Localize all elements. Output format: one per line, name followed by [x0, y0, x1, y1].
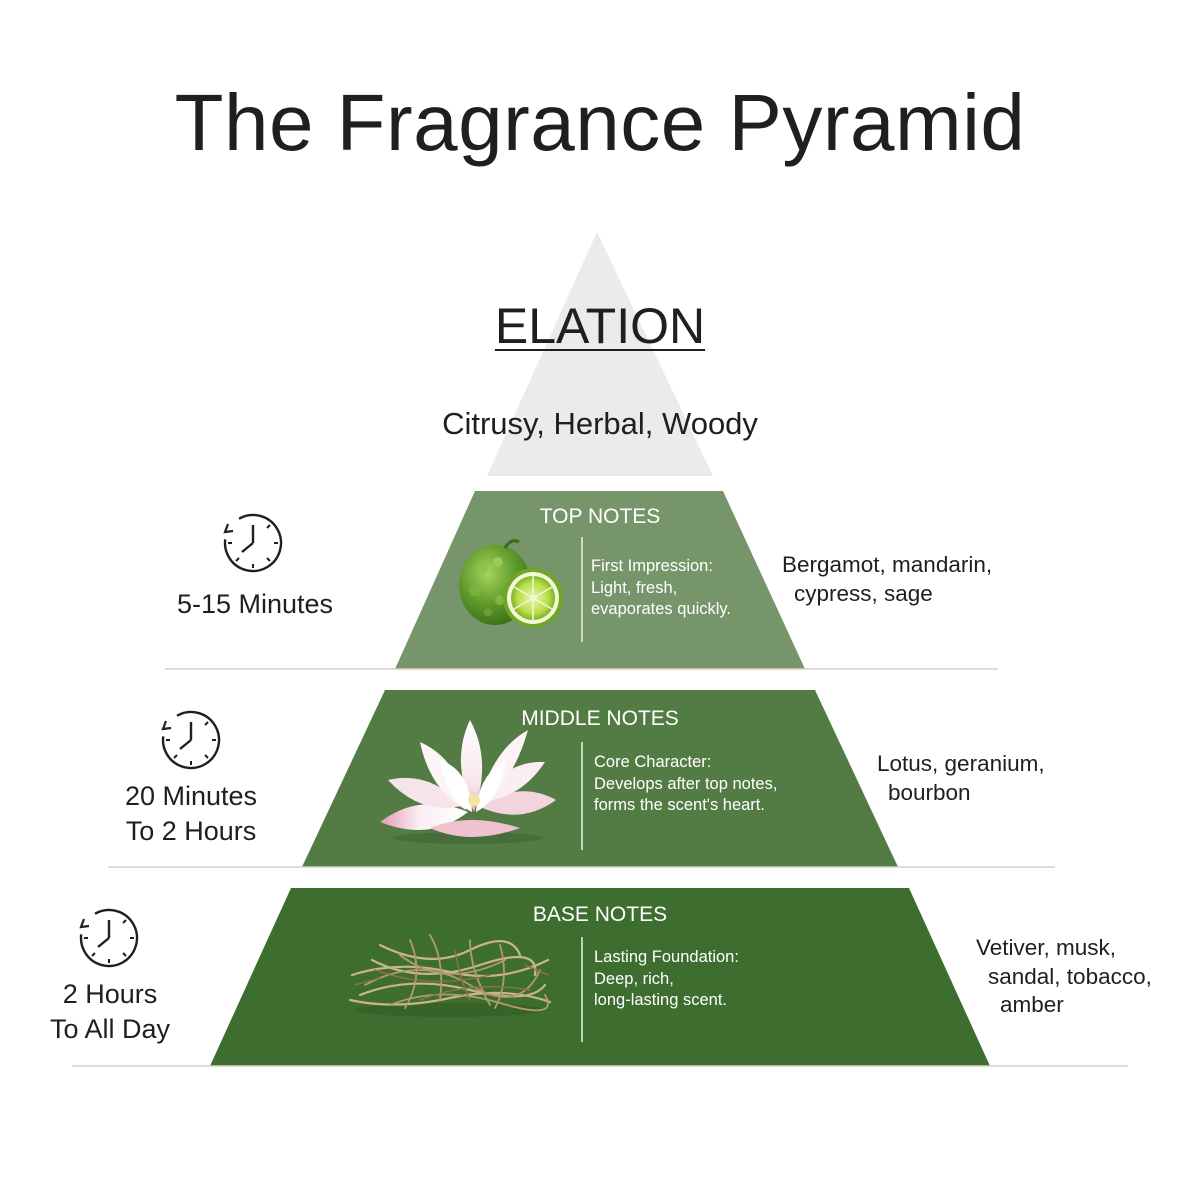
top-notes-label: TOP NOTES — [539, 505, 661, 528]
top-notes-ingredients: Bergamot, mandarin, cypress, sage — [782, 551, 1042, 608]
vetiver-roots-image — [348, 934, 552, 1017]
clock-icon — [79, 908, 139, 968]
ingredients-line: sandal, tobacco, — [988, 963, 1152, 989]
ingredients-line: Vetiver, musk, — [976, 935, 1117, 960]
middle-notes-description: Core Character: Develops after top notes… — [594, 753, 778, 814]
ingredients-line: Bergamot, mandarin, — [782, 552, 993, 577]
base-notes-description: Lasting Foundation: Deep, rich, long-las… — [594, 948, 739, 1009]
lotus-image — [380, 720, 556, 844]
pyramid-apex — [487, 232, 713, 476]
ingredients-line: cypress, sage — [794, 580, 933, 606]
clock-icon — [223, 513, 283, 573]
page-title: The Fragrance Pyramid — [174, 78, 1026, 167]
base-notes-tier — [210, 888, 990, 1066]
ingredients-line: Lotus, geranium, — [877, 751, 1045, 776]
fragrance-profile: Citrusy, Herbal, Woody — [442, 406, 758, 441]
base-notes-duration: 2 Hours To All Day — [49, 979, 171, 1044]
fragrance-name: ELATION — [494, 298, 706, 354]
base-notes-label: BASE NOTES — [532, 903, 668, 926]
middle-notes-label: MIDDLE NOTES — [521, 707, 679, 730]
middle-notes-ingredients: Lotus, geranium, bourbon — [877, 750, 1097, 807]
middle-notes-duration: 20 Minutes To 2 Hours — [124, 781, 258, 846]
top-notes-description: First Impression: Light, fresh, evaporat… — [591, 557, 732, 618]
bergamot-image — [459, 539, 563, 628]
clock-icon — [161, 710, 221, 770]
ingredients-line: bourbon — [888, 779, 971, 805]
ingredients-line: amber — [1000, 992, 1064, 1017]
top-notes-duration: 5-15 Minutes — [176, 589, 334, 619]
base-notes-ingredients: Vetiver, musk, sandal, tobacco, amber — [976, 934, 1186, 1020]
